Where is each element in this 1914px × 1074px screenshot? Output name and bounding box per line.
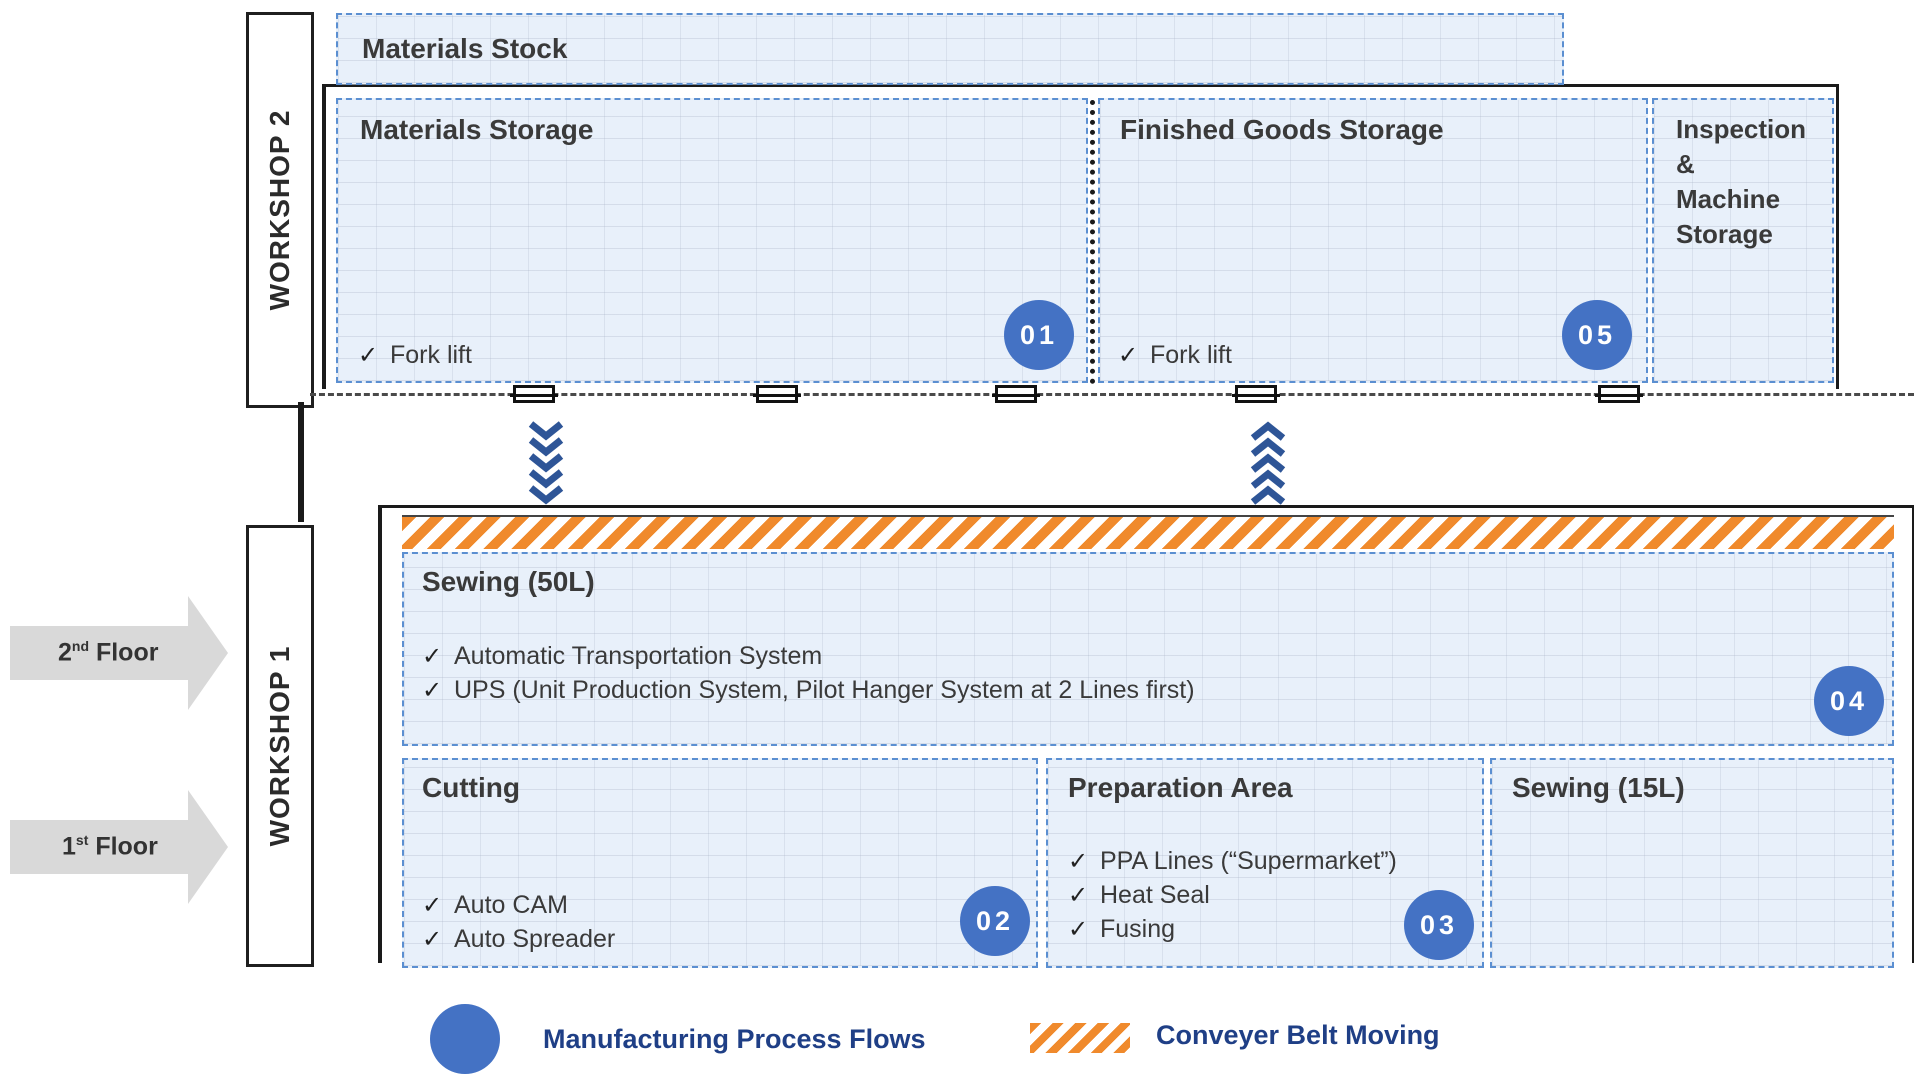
feature-item: ✓Automatic Transportation System [422, 639, 1195, 673]
legend-conveyor-swatch-icon [1030, 1023, 1130, 1053]
workshop-1-label: WORKSHOP 1 [264, 645, 295, 847]
process-step-badge: 04 [1814, 666, 1884, 736]
zone-sewing-15l: Sewing (15L) [1490, 758, 1894, 968]
zone-title: Cutting [422, 772, 520, 803]
feature-item: ✓Fusing [1068, 912, 1397, 946]
workshop-1-label-box: WORKSHOP 1 [246, 525, 314, 967]
check-icon: ✓ [1068, 882, 1089, 909]
feature-list: ✓PPA Lines (“Supermarket”) ✓Heat Seal ✓F… [1068, 844, 1397, 946]
process-step-badge: 03 [1404, 890, 1474, 960]
zone-title: Materials Stock [362, 33, 568, 64]
dock-5 [1595, 385, 1643, 403]
zone-title: Materials Storage [360, 114, 594, 145]
zone-title: Sewing (50L) [422, 566, 595, 597]
process-step-badge: 01 [1004, 300, 1074, 370]
feature-item: ✓Auto Spreader [422, 922, 615, 956]
process-step-badge: 05 [1562, 300, 1632, 370]
zone-title: Sewing (15L) [1512, 772, 1685, 803]
zone-title: Preparation Area [1068, 772, 1293, 803]
zone-preparation-area: Preparation Area ✓PPA Lines (“Supermarke… [1046, 758, 1484, 968]
check-icon: ✓ [422, 643, 443, 670]
workshop-2-label-box: WORKSHOP 2 [246, 12, 314, 408]
zone-cutting: Cutting ✓Auto CAM ✓Auto Spreader 02 [402, 758, 1038, 968]
zone-materials-stock: Materials Stock [336, 13, 1564, 85]
feature-list: ✓Fork lift [1118, 338, 1232, 372]
check-icon: ✓ [358, 342, 379, 369]
connector-wall [298, 402, 304, 522]
floor-1-arrow-icon [10, 790, 228, 904]
process-step-badge: 02 [960, 886, 1030, 956]
feature-list: ✓Auto CAM ✓Auto Spreader [422, 888, 615, 956]
feature-item: ✓UPS (Unit Production System, Pilot Hang… [422, 673, 1195, 707]
dock-3 [992, 385, 1040, 403]
check-icon: ✓ [1068, 916, 1089, 943]
dock-4 [1232, 385, 1280, 403]
legend-process-flow-dot-icon [430, 1004, 500, 1074]
up-flow-arrow-icon [1250, 421, 1286, 505]
feature-item: ✓Fork lift [358, 338, 472, 372]
dock-2 [753, 385, 801, 403]
conveyor-belt [402, 515, 1894, 549]
check-icon: ✓ [422, 926, 443, 953]
check-icon: ✓ [422, 892, 443, 919]
storage-divider [1090, 100, 1095, 384]
floor-2-arrow-icon [10, 596, 228, 710]
feature-list: ✓Fork lift [358, 338, 472, 372]
feature-list: ✓Automatic Transportation System ✓UPS (U… [422, 639, 1195, 707]
dock-1 [510, 385, 558, 403]
zone-finished-goods-storage: Finished Goods Storage ✓Fork lift 05 [1098, 98, 1648, 383]
feature-item: ✓PPA Lines (“Supermarket”) [1068, 844, 1397, 878]
workshop-2-floorplan [322, 84, 1839, 389]
zone-inspection-machine-storage: Inspection & Machine Storage [1652, 98, 1834, 383]
floor-2-label: 2nd Floor [58, 638, 159, 667]
legend-process-flows: Manufacturing Process Flows [543, 1024, 926, 1054]
check-icon: ✓ [422, 677, 443, 704]
check-icon: ✓ [1118, 342, 1139, 369]
zone-sewing-50l: Sewing (50L) ✓Automatic Transportation S… [402, 552, 1894, 746]
workshop-2-bottom-rail [310, 393, 1914, 396]
feature-item: ✓Fork lift [1118, 338, 1232, 372]
zone-title: Inspection & Machine Storage [1676, 114, 1807, 249]
workshop-2-label: WORKSHOP 2 [264, 109, 295, 311]
feature-item: ✓Auto CAM [422, 888, 615, 922]
down-flow-arrow-icon [528, 421, 564, 505]
floor-1-label: 1st Floor [62, 832, 158, 861]
check-icon: ✓ [1068, 848, 1089, 875]
workshop-1-floorplan [378, 505, 1914, 963]
zone-title: Finished Goods Storage [1120, 114, 1444, 145]
zone-materials-storage: Materials Storage ✓Fork lift 01 [336, 98, 1088, 383]
feature-item: ✓Heat Seal [1068, 878, 1397, 912]
legend-conveyor: Conveyer Belt Moving [1156, 1020, 1440, 1050]
